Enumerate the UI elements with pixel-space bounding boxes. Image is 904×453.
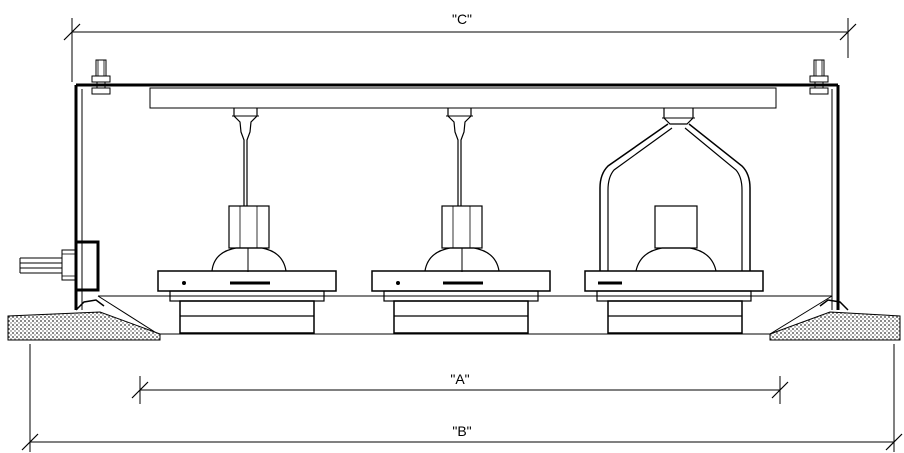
dimension-b: "B" [21,344,903,452]
dimension-a-label: "A" [450,371,469,387]
lamp-module-2 [371,108,551,334]
ceiling-right [769,299,901,341]
dimension-c: "C" [63,11,857,82]
housing [74,83,840,310]
dimension-a: "A" [131,371,789,404]
dimension-b-label: "B" [452,423,471,439]
fastener-dot [396,281,400,285]
junction-box [19,240,100,292]
fastener-dot [182,281,186,285]
hanger-bolt-left [91,59,111,95]
lamp-module-3 [584,108,764,334]
ceiling-left [7,299,161,341]
dimension-c-label: "C" [452,11,472,27]
hanger-bolt-right [809,59,829,95]
lamp-module-1 [157,108,337,334]
